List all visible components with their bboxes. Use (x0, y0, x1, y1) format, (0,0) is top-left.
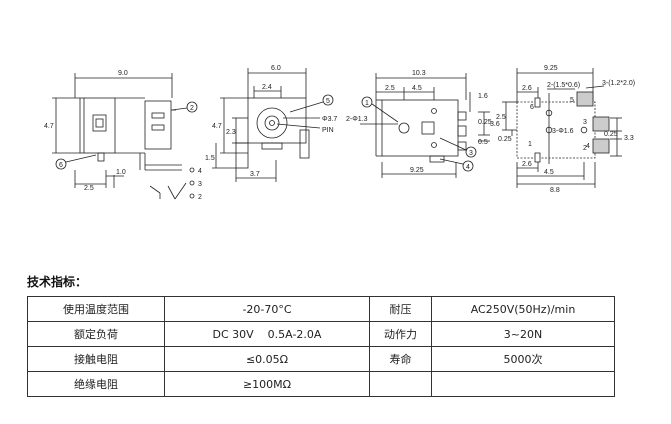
v2-width: 6.0 (271, 65, 281, 72)
spec-label: 接触电阻 (27, 346, 165, 372)
v4-left-b: 0.25 (498, 136, 512, 143)
v1-callout-6: 6 (59, 162, 63, 169)
v4-pin-4: 4 (586, 143, 590, 150)
v4-bottom-b: 4.5 (544, 169, 554, 176)
spec-value: ≤0.05Ω (164, 346, 370, 372)
v1-callout-3: 3 (198, 181, 202, 188)
view1-side (52, 73, 198, 200)
v4-left-a: 2.5 (496, 114, 506, 121)
v2-bottom: 3.7 (250, 171, 260, 178)
table-row: 接触电阻 ≤0.05Ω 寿命 5000次 (27, 346, 615, 372)
view2-front (212, 68, 334, 182)
v3-right-c: 0.5 (478, 139, 488, 146)
v3-top-mid: 4.5 (412, 85, 422, 92)
v4-pin-5: 5 (570, 97, 574, 104)
v4-bottom-a: 2.6 (522, 161, 532, 168)
v3-top-left: 2.5 (385, 85, 395, 92)
v2-left-height: 4.7 (212, 123, 222, 130)
v3-callout-4: 4 (466, 164, 470, 171)
v3-bottom: 9.25 (410, 167, 424, 174)
spec-label: 使用温度范围 (27, 296, 165, 322)
v2-left-mid: 2.3 (226, 129, 236, 136)
v4-slot-b: 3-(1.2*2.0) (602, 80, 635, 87)
v1-width: 9.0 (118, 70, 128, 77)
v4-pin-2: 2 (583, 145, 587, 152)
v2-dia: Φ3.7 (322, 116, 337, 123)
v2-callout-5: 5 (326, 98, 330, 105)
v4-pin-6: 6 (530, 104, 534, 111)
v3-right-a: 0.25 (478, 119, 492, 126)
v1-bottom-left: 2.5 (84, 185, 94, 192)
spec-label: 寿命 (369, 346, 432, 372)
spec-label (369, 371, 432, 397)
v3-callout-1: 1 (365, 100, 369, 107)
v4-right-a: 0.25 (604, 131, 618, 138)
spec-value: AC250V(50Hz)/min (431, 296, 615, 322)
spec-label: 动作力 (369, 321, 432, 347)
v4-pin-1: 1 (528, 141, 532, 148)
specs-title: 技术指标： (27, 275, 88, 289)
v1-callout-2b: 2 (198, 194, 202, 201)
v4-bottom-c: 8.8 (550, 187, 560, 194)
spec-label: 额定负荷 (27, 321, 165, 347)
view4-footprint (502, 68, 622, 188)
spec-value: -20-70°C (164, 296, 370, 322)
v3-dia: 2-Φ1.3 (346, 116, 368, 123)
spec-label: 绝缘电阻 (27, 371, 165, 397)
v1-callout-4: 4 (198, 168, 202, 175)
spec-value: 3~20N (431, 321, 615, 347)
table-row: 绝缘电阻 ≥100MΩ (27, 371, 615, 397)
spec-label: 耐压 (369, 296, 432, 322)
spec-value: 5000次 (431, 346, 615, 372)
v2-left-low: 1.5 (205, 155, 215, 162)
v1-callout-2: 2 (190, 105, 194, 112)
v2-pin: PIN (322, 127, 334, 134)
view3-top (360, 73, 490, 178)
specs-table: 使用温度范围 -20-70°C 耐压 AC250V(50Hz)/min 额定负荷… (27, 296, 615, 397)
v4-dia: 3-Φ1.6 (552, 128, 574, 135)
v4-slot-a: 2-(1.5*0.6) (547, 82, 580, 89)
v3-width: 10.3 (412, 70, 426, 77)
table-row: 使用温度范围 -20-70°C 耐压 AC250V(50Hz)/min (27, 296, 615, 322)
v4-right-b: 3.3 (624, 135, 634, 142)
table-row: 额定负荷 DC 30V 0.5A-2.0A 动作力 3~20N (27, 321, 615, 347)
spec-value: ≥100MΩ (164, 371, 370, 397)
technical-drawings: 9.0 4.7 2.5 1.0 6.0 2.4 4.7 2.3 1.5 3.7 … (44, 65, 635, 201)
v3-callout-3: 3 (469, 150, 473, 157)
spec-value: DC 30V 0.5A-2.0A (164, 321, 370, 347)
spec-value (431, 371, 615, 397)
v1-height: 4.7 (44, 123, 54, 130)
v3-right-top: 1.6 (478, 93, 488, 100)
v4-width: 9.25 (544, 65, 558, 72)
v4-pin-3: 3 (583, 119, 587, 126)
v3-right-b: 3.6 (490, 121, 500, 128)
v1-bottom-mid: 1.0 (116, 169, 126, 176)
v4-top-left: 2.6 (522, 85, 532, 92)
v2-inner: 2.4 (262, 84, 272, 91)
